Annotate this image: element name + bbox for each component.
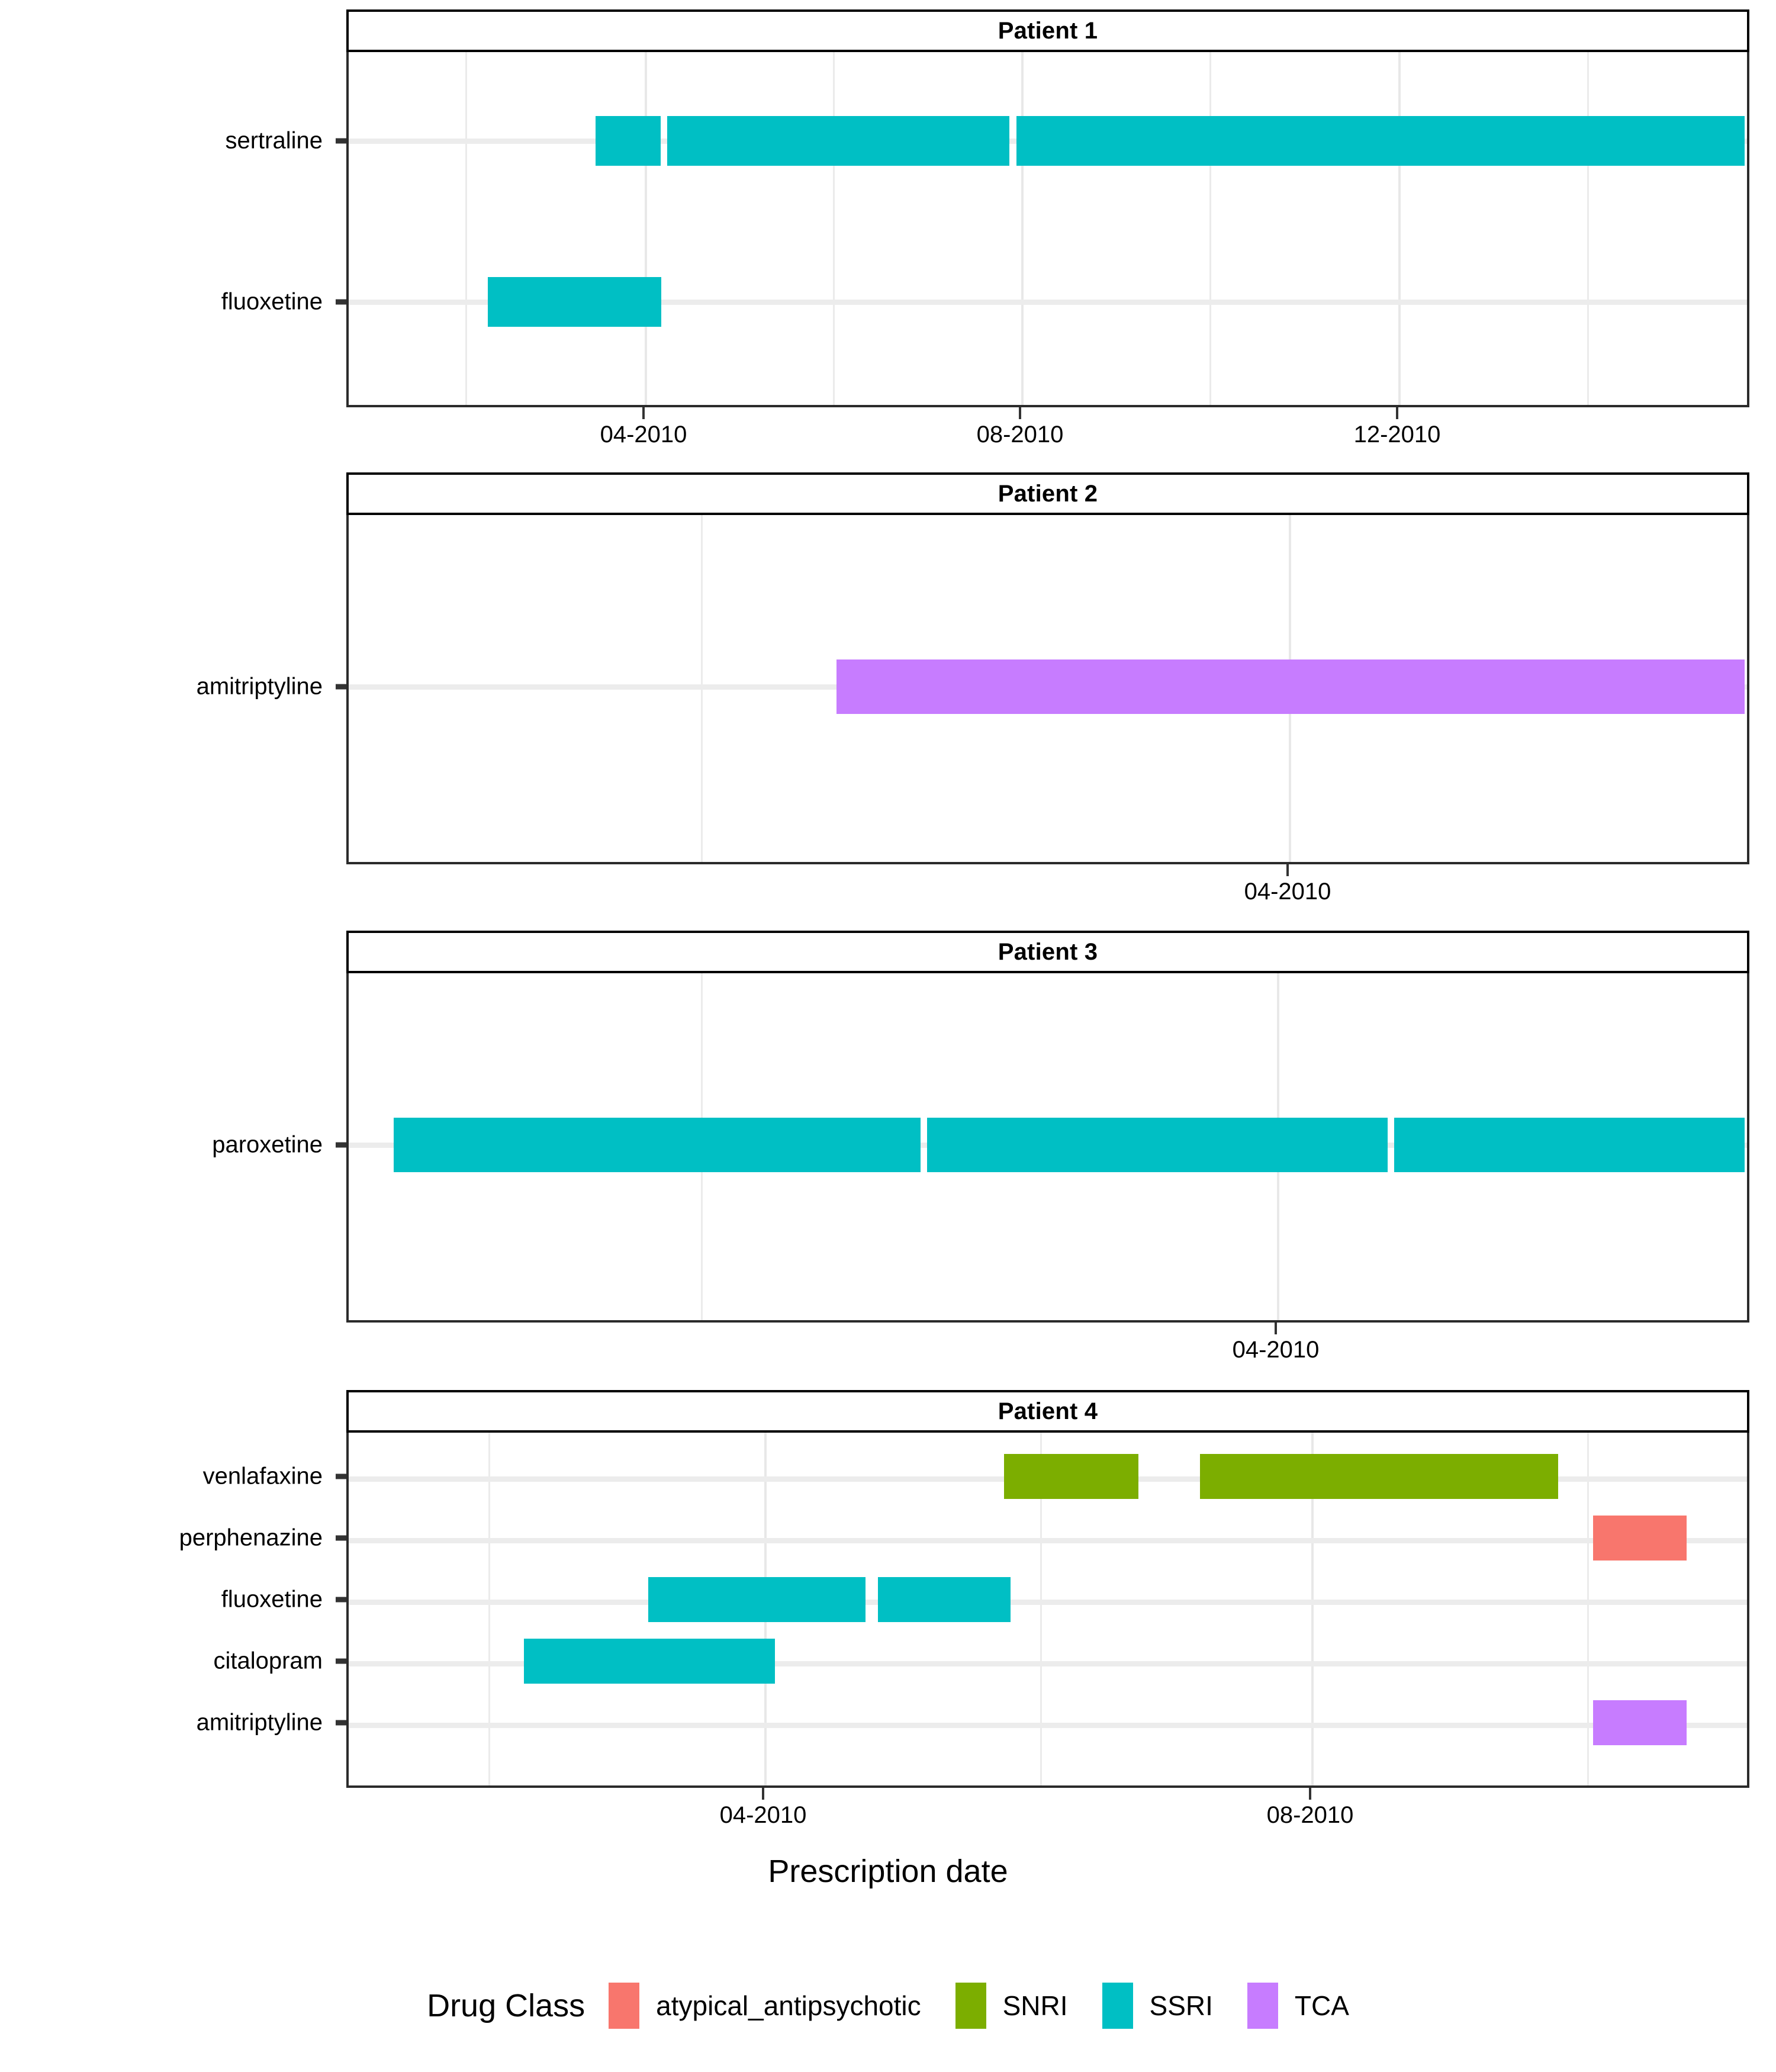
legend-label: TCA [1294,1990,1349,2021]
gridline-minor [833,52,835,405]
legend-item-atypical-antipsychotic[interactable]: atypical_antipsychotic [609,1983,955,2029]
bar-sertraline-2[interactable] [667,116,1009,166]
y-label-sertraline: sertraline [225,127,323,154]
plot-area-patient-1 [349,52,1747,405]
y-tick-fluoxetine [336,299,346,305]
y-label-venlafaxine: venlafaxine [202,1463,323,1489]
x-tick-04-2010 [1275,1323,1277,1334]
bar-venlafaxine-2[interactable] [1200,1454,1558,1499]
x-label-04-2010: 04-2010 [719,1802,807,1828]
legend-label: SNRI [1002,1990,1068,2021]
facet-strip-label: Patient 2 [998,480,1098,507]
gridline-row-perphenazine [349,1538,1747,1543]
facet-strip-patient-2: Patient 2 [346,472,1749,515]
facet-strip-label: Patient 1 [998,17,1098,44]
panel-patient-3 [346,973,1749,1323]
y-tick-sertraline [336,138,346,144]
plot-area-patient-3 [349,973,1747,1320]
y-label-amitriptyline: amitriptyline [196,673,323,700]
x-label-04-2010: 04-2010 [600,422,687,448]
bar-fluoxetine-1[interactable] [488,277,661,327]
legend: Drug Class atypical_antipsychotic SNRI S… [0,1976,1776,2035]
y-tick-amitriptyline [336,684,346,690]
y-tick-citalopram [336,1658,346,1664]
bar-perphenazine-1[interactable] [1593,1516,1687,1561]
facet-strip-label: Patient 4 [998,1398,1098,1424]
y-label-citalopram: citalopram [213,1648,323,1674]
bar-paroxetine-2[interactable] [927,1118,1388,1172]
bar-paroxetine-1[interactable] [394,1118,921,1172]
bar-citalopram-1[interactable] [524,1639,775,1684]
x-tick-04-2010 [762,1788,764,1800]
gridline-major-12-2010 [1398,52,1401,405]
gridline-row-fluoxetine [349,300,1747,305]
bar-venlafaxine-1[interactable] [1004,1454,1138,1499]
x-label-08-2010: 08-2010 [976,422,1064,448]
y-tick-amitriptyline [336,1720,346,1726]
panel-patient-4 [346,1433,1749,1788]
x-label-04-2010: 04-2010 [1232,1337,1320,1363]
y-label-amitriptyline: amitriptyline [196,1709,323,1736]
legend-swatch-icon [1102,1983,1133,2029]
x-axis-title: Prescription date [768,1854,1008,1889]
legend-swatch-icon [609,1983,640,2029]
gridline-minor [1587,52,1589,405]
y-label-paroxetine: paroxetine [212,1131,323,1158]
legend-swatch-icon [955,1983,986,2029]
gridline-minor [488,1433,490,1785]
legend-label: SSRI [1149,1990,1213,2021]
y-tick-fluoxetine [336,1597,346,1603]
bar-paroxetine-3[interactable] [1394,1118,1745,1172]
bar-fluoxetine-2[interactable] [878,1577,1011,1622]
x-label-08-2010: 08-2010 [1266,1802,1354,1828]
panel-patient-2 [346,515,1749,864]
legend-swatch-icon [1247,1983,1278,2029]
facet-strip-patient-1: Patient 1 [346,9,1749,52]
y-label-fluoxetine: fluoxetine [221,288,323,315]
x-tick-04-2010 [1286,864,1289,876]
gridline-minor [1209,52,1211,405]
y-tick-paroxetine [336,1142,346,1148]
panel-patient-1 [346,52,1749,407]
y-label-fluoxetine: fluoxetine [221,1586,323,1613]
facet-strip-patient-4: Patient 4 [346,1390,1749,1433]
x-tick-04-2010 [642,407,645,419]
legend-item-snri[interactable]: SNRI [955,1983,1102,2029]
gridline-major-04-2010 [645,52,647,405]
gridline-row-citalopram [349,1661,1747,1666]
gridline-row-amitriptyline [349,1723,1747,1728]
x-label-12-2010: 12-2010 [1353,422,1441,448]
facet-strip-label: Patient 3 [998,938,1098,965]
bar-sertraline-3[interactable] [1016,116,1745,166]
bar-fluoxetine-1[interactable] [648,1577,866,1622]
y-tick-venlafaxine [336,1473,346,1479]
legend-item-tca[interactable]: TCA [1247,1983,1349,2029]
legend-label: atypical_antipsychotic [656,1990,921,2021]
y-tick-perphenazine [336,1535,346,1541]
facet-strip-patient-3: Patient 3 [346,931,1749,973]
x-tick-08-2010 [1019,407,1021,419]
gridline-row-fluoxetine [349,1600,1747,1605]
x-tick-12-2010 [1396,407,1398,419]
bar-sertraline-1[interactable] [596,116,661,166]
gridline-minor [1040,1433,1042,1785]
gridline-major-08-2010 [1311,1433,1314,1785]
legend-title: Drug Class [427,1988,585,2023]
gridline-minor [465,52,467,405]
bar-amitriptyline-1[interactable] [836,659,1745,714]
plot-area-patient-4 [349,1433,1747,1785]
legend-item-ssri[interactable]: SSRI [1102,1983,1247,2029]
y-label-perphenazine: perphenazine [179,1524,323,1551]
gridline-minor [1587,1433,1589,1785]
x-label-04-2010: 04-2010 [1244,879,1331,905]
bar-amitriptyline-1[interactable] [1593,1700,1687,1745]
gridline-major-08-2010 [1021,52,1024,405]
plot-area-patient-2 [349,515,1747,862]
x-tick-08-2010 [1309,1788,1311,1800]
